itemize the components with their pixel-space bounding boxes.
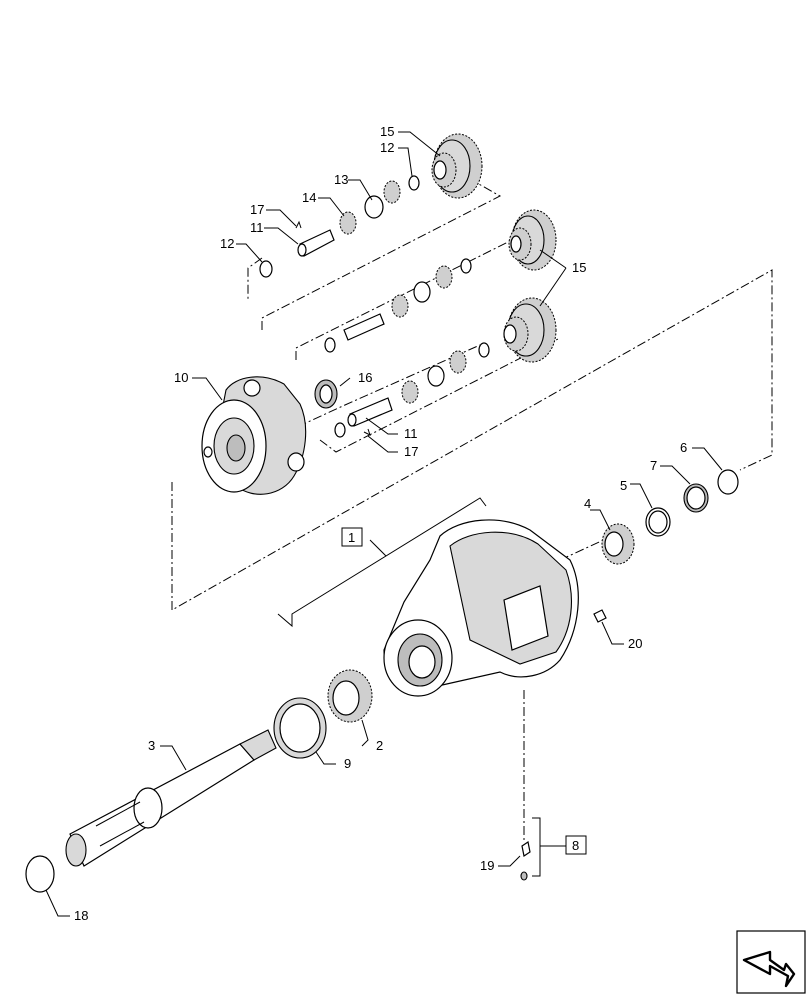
callout-17: 17 [404,444,418,459]
callout-12: 12 [220,236,234,251]
pin-11-lower [334,397,393,438]
bearing-4 [601,523,635,565]
shim-ring-5 [645,507,671,537]
seal-9 [273,697,327,759]
callout-7: 7 [650,458,657,473]
callout-13: 13 [334,172,348,187]
callout-12: 12 [380,140,394,155]
callout-18: 18 [74,908,88,923]
planet-gear-top [431,133,483,199]
shim-ring-7 [683,483,709,513]
callout-15: 15 [380,124,394,139]
callout-2: 2 [376,738,383,753]
callout-11: 11 [404,426,418,441]
callout-1: 1 [348,530,355,545]
seal-16 [314,379,338,409]
axle-shaft-3 [65,729,277,867]
callout-9: 9 [344,756,351,771]
bolt-19 [520,841,531,881]
planet-carrier-10 [201,376,307,495]
callout-10: 10 [174,370,188,385]
pin-11-top [295,220,335,257]
bearing-2 [327,669,373,723]
callout-labels: 15 12 13 14 17 11 12 15 10 16 11 17 4 5 … [74,124,687,923]
assembly-bracket-1: 1 [277,497,487,628]
callout-8: 8 [572,838,579,853]
callout-19: 19 [480,858,494,873]
planet-gear-lower [503,297,557,363]
planet-gear-middle [508,209,557,271]
assembly-bracket-8: 8 [532,817,587,877]
callout-15: 15 [572,260,586,275]
needle-bearing-top-pair [339,180,401,235]
circlip-12-top [408,175,420,191]
circlip-6 [717,469,739,495]
callout-17: 17 [250,202,264,217]
callout-6: 6 [680,440,687,455]
leader-lines [45,131,723,917]
callout-3: 3 [148,738,155,753]
callout-14: 14 [302,190,316,205]
callout-16: 16 [358,370,372,385]
next-page-button[interactable] [736,930,806,994]
callout-20: 20 [628,636,642,651]
circlip-12-left [259,260,273,278]
callout-5: 5 [620,478,627,493]
callout-11: 11 [250,220,264,235]
final-drive-housing [383,519,579,697]
middle-bearings-and-pin [324,258,490,404]
dowel-pin-20 [593,609,607,623]
callout-4: 4 [584,496,591,511]
next-page-arrow-icon [736,930,806,994]
assembly-centerlines [89,161,773,861]
circlip-18 [25,855,55,893]
